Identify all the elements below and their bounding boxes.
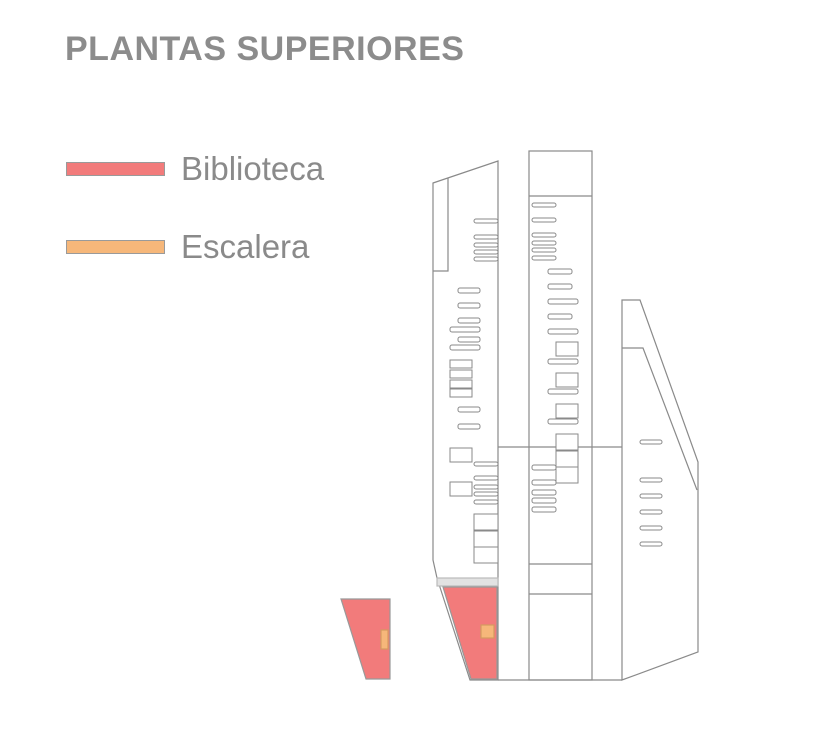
room-outline: [639, 477, 663, 483]
room-outline: [449, 359, 473, 369]
room-outline: [531, 506, 557, 513]
room-outline: [639, 509, 663, 515]
room-outline: [639, 541, 663, 547]
room-outline: [457, 406, 481, 413]
room-outline: [555, 372, 579, 388]
room-outline: [449, 388, 473, 398]
room-outline: [531, 240, 557, 246]
room-outline: [457, 302, 481, 309]
room-outline: [531, 497, 557, 504]
room-outline: [555, 450, 579, 468]
room-outline: [639, 493, 663, 499]
room-outline: [473, 530, 499, 548]
room-outline: [473, 499, 499, 505]
room-outline: [449, 326, 481, 333]
room-outline: [457, 423, 481, 430]
room-outline: [473, 461, 499, 467]
room-outline: [531, 202, 557, 208]
legend-item-escalera: Escalera: [66, 228, 309, 266]
legend-label: Biblioteca: [181, 150, 325, 187]
room-outline: [555, 341, 579, 357]
right-tower: [621, 299, 699, 681]
room-outline: [639, 439, 663, 445]
room-outline: [639, 525, 663, 531]
room-outline: [531, 232, 557, 238]
biblioteca-area-large: [442, 586, 498, 680]
room-outline: [473, 484, 499, 490]
room-outline: [473, 256, 499, 262]
room-outline: [547, 328, 579, 335]
room-outline: [457, 317, 481, 324]
room-outline: [555, 433, 579, 451]
diagram-title: PLANTAS SUPERIORES: [65, 30, 465, 68]
legend-item-biblioteca: Biblioteca: [66, 150, 324, 188]
room-outline: [531, 255, 557, 261]
escalera-small: [380, 629, 389, 650]
room-outline: [449, 481, 473, 497]
room-outline: [473, 475, 499, 481]
room-outline: [547, 358, 579, 365]
room-outline: [473, 218, 499, 224]
room-outline: [547, 388, 579, 395]
room-outline: [531, 247, 557, 253]
room-outline: [449, 447, 473, 463]
room-outline: [473, 546, 499, 564]
escalera-areas: [380, 624, 495, 650]
biblioteca-area-small: [340, 598, 391, 680]
room-outline: [473, 491, 499, 497]
room-outline: [473, 242, 499, 248]
room-outline: [531, 479, 557, 486]
room-outline: [531, 489, 557, 496]
room-outline: [555, 466, 579, 484]
room-outline: [547, 268, 573, 275]
room-outline: [449, 344, 481, 351]
room-outline: [547, 283, 573, 290]
room-outline: [457, 287, 481, 294]
room-outline: [449, 379, 473, 389]
room-outline: [531, 217, 557, 223]
biblioteca-areas: [340, 586, 498, 680]
room-outline: [473, 249, 499, 255]
room-outlines: [449, 202, 663, 564]
room-outline: [547, 418, 579, 425]
room-outline: [473, 234, 499, 240]
room-outline: [547, 313, 573, 320]
room-outline: [473, 513, 499, 531]
legend-label: Escalera: [181, 228, 310, 265]
room-outline: [457, 336, 481, 343]
legend-swatch-biblioteca: [66, 162, 165, 176]
room-outline: [449, 369, 473, 379]
room-outline: [531, 464, 557, 471]
room-outline: [547, 298, 579, 305]
legend-swatch-escalera: [66, 240, 165, 254]
room-outline: [555, 403, 579, 419]
escalera-large: [480, 624, 495, 639]
